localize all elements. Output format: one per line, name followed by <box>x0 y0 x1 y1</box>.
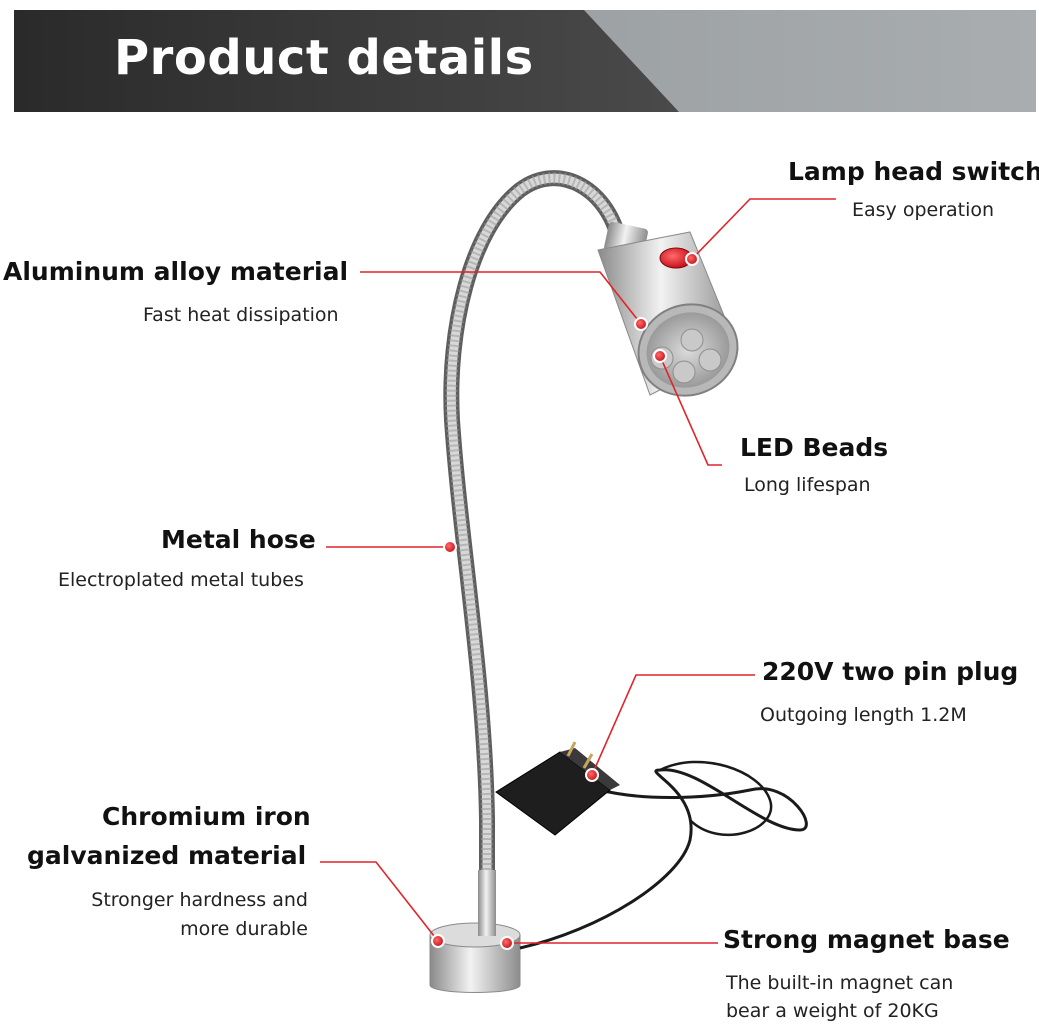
feature-magnet-desc-line1: The built-in magnet can <box>726 972 954 994</box>
header-banner: Product details <box>14 10 1036 112</box>
marker-aluminum <box>634 317 648 331</box>
callout-lines <box>320 198 836 944</box>
marker-hose <box>443 540 457 554</box>
feature-chromium-title-line2: galvanized material <box>27 841 307 870</box>
feature-hose-desc: Electroplated metal tubes <box>58 569 304 591</box>
marker-plug <box>585 768 599 782</box>
feature-magnet-desc-line2: bear a weight of 20KG <box>726 1000 939 1022</box>
marker-lamp-switch <box>685 252 699 266</box>
feature-plug-title: 220V two pin plug <box>762 657 1019 686</box>
callout-markers <box>431 252 699 950</box>
feature-lamp-switch-title: Lamp head switch <box>788 157 1039 186</box>
feature-chromium-desc-line1: Stronger hardness and <box>91 889 308 911</box>
feature-led-title: LED Beads <box>740 433 889 462</box>
banner-background <box>14 10 1036 112</box>
feature-aluminum-desc: Fast heat dissipation <box>143 304 339 326</box>
lamp-head <box>597 221 739 397</box>
page-title: Product details <box>114 30 534 86</box>
marker-magnet <box>500 936 514 950</box>
feature-plug-desc: Outgoing length 1.2M <box>760 704 967 726</box>
feature-chromium-title-line1: Chromium iron <box>102 802 311 831</box>
feature-led-desc: Long lifespan <box>744 474 871 496</box>
marker-chromium <box>431 934 445 948</box>
magnet-base <box>429 870 521 993</box>
feature-aluminum-title: Aluminum alloy material <box>3 257 349 286</box>
feature-hose-title: Metal hose <box>161 525 316 554</box>
feature-chromium-desc-line2: more durable <box>180 918 308 940</box>
marker-led <box>653 349 667 363</box>
feature-lamp-switch-desc: Easy operation <box>852 199 995 221</box>
plug-and-cable <box>495 741 808 950</box>
feature-magnet-title: Strong magnet base <box>723 925 1010 954</box>
metal-hose <box>443 170 628 938</box>
